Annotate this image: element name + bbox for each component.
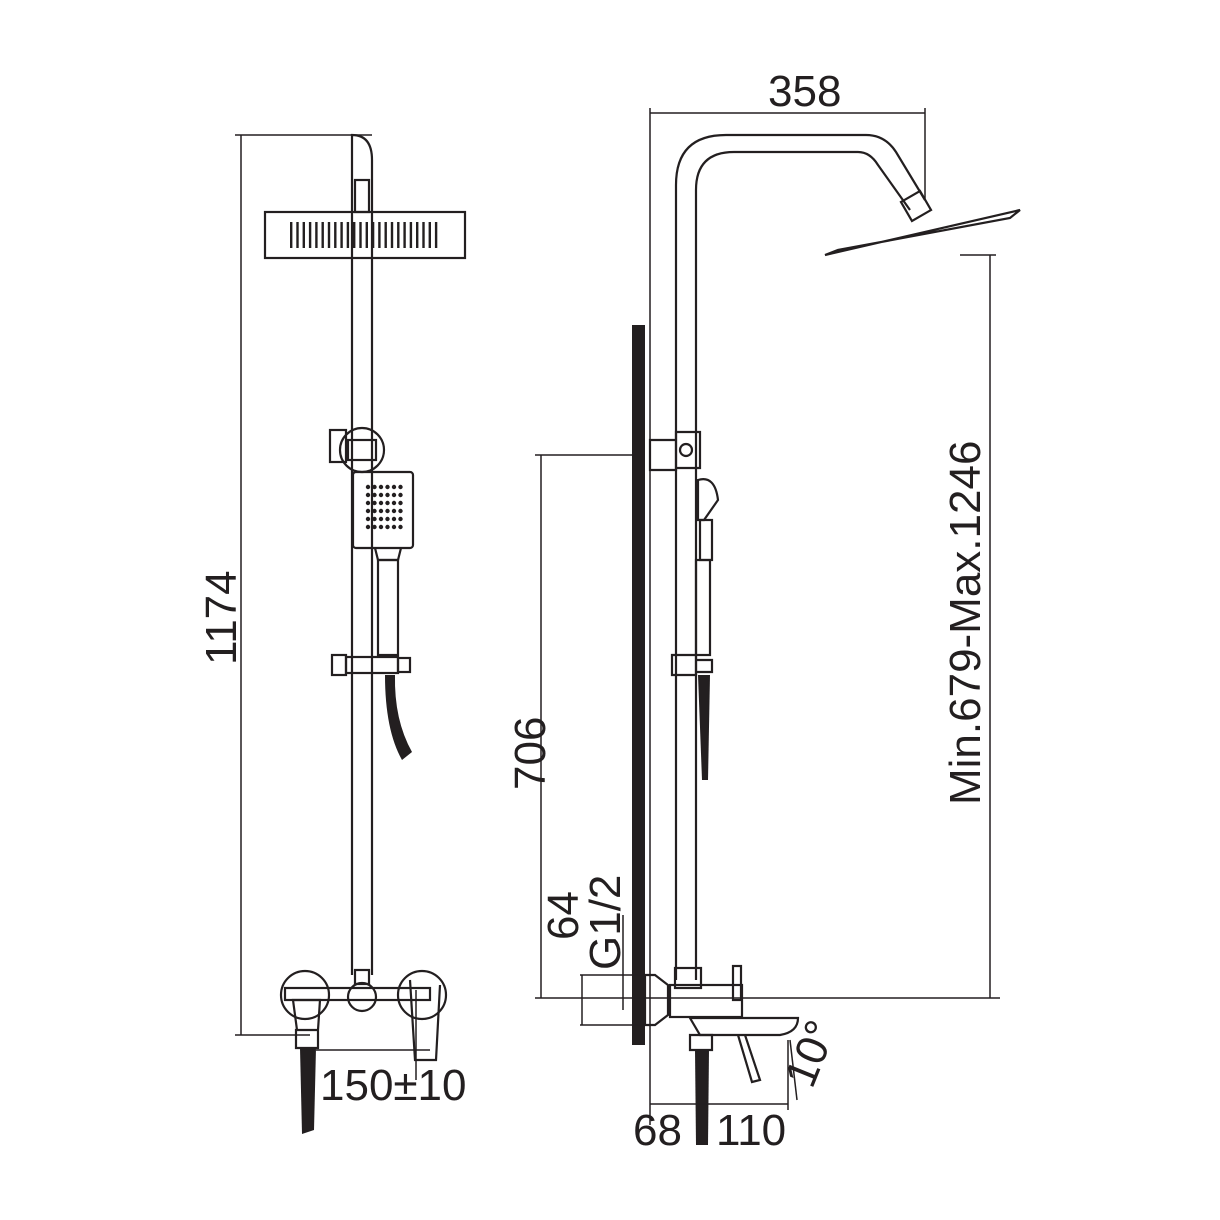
label-wall-to-spout: 68 (633, 1106, 682, 1155)
nozzle (359, 222, 362, 248)
nozzle (372, 492, 377, 498)
nozzle (315, 222, 318, 248)
front-view: 1174 (197, 133, 467, 1134)
nozzle (422, 222, 425, 248)
nozzle (384, 222, 387, 248)
nozzle (434, 222, 438, 248)
label-top-width: 358 (768, 67, 841, 116)
nozzle (334, 222, 337, 248)
nozzle (365, 516, 371, 522)
nozzle (409, 222, 413, 248)
nozzle (308, 222, 312, 248)
nozzle (378, 484, 384, 490)
riser-pipe (350, 133, 374, 975)
nozzle (340, 222, 343, 248)
side-riser-pipe (674, 133, 926, 980)
label-spout-length: 110 (716, 1106, 786, 1155)
nozzle (302, 222, 305, 248)
nozzle (391, 484, 397, 490)
label-inlet-offset: 64 (539, 891, 588, 940)
nozzle (391, 492, 397, 498)
nozzle (398, 492, 403, 498)
nozzle (365, 524, 371, 530)
nozzle (391, 508, 397, 514)
nozzle (398, 484, 403, 490)
nozzle (398, 508, 403, 514)
nozzle (365, 500, 371, 506)
nozzle (385, 524, 390, 530)
wall (632, 325, 645, 1045)
nozzle (372, 516, 377, 522)
nozzle (385, 516, 390, 522)
nozzle (327, 222, 331, 248)
nozzle (365, 508, 371, 514)
nozzle (391, 516, 397, 522)
dimension-150 (316, 990, 430, 1080)
nozzle (385, 508, 390, 514)
label-center-distance: 150±10 (320, 1061, 467, 1110)
nozzle (346, 222, 350, 248)
nozzle (372, 524, 377, 530)
nozzle (416, 222, 419, 248)
nozzle (378, 508, 384, 514)
label-total-height: 1174 (197, 570, 246, 665)
nozzle (371, 222, 375, 248)
overhead-shower-head (263, 210, 467, 260)
nozzle (391, 500, 397, 506)
upper-bracket (328, 426, 386, 474)
nozzle (390, 222, 394, 248)
lower-bracket (330, 653, 412, 677)
front-mixer (279, 968, 448, 1134)
hand-shower (351, 470, 415, 657)
nozzle (321, 222, 324, 248)
nozzle (378, 500, 384, 506)
side-view: 358 706 64 G1/2 (506, 67, 1021, 1155)
nozzle (398, 516, 403, 522)
side-shower-head (824, 208, 1021, 257)
nozzle (365, 222, 368, 248)
nozzle (385, 484, 390, 490)
nozzle (353, 222, 356, 248)
nozzle (398, 500, 403, 506)
nozzle (365, 492, 371, 498)
dimension-1174 (235, 134, 372, 1036)
nozzle (398, 524, 403, 530)
nozzle (385, 500, 390, 506)
nozzle (378, 524, 384, 530)
nozzle (290, 222, 293, 248)
nozzle (296, 222, 299, 248)
label-spout-angle: 10° (776, 1014, 846, 1094)
nozzle (428, 222, 431, 248)
nozzle (378, 516, 384, 522)
nozzle (403, 222, 406, 248)
nozzle (378, 492, 384, 498)
nozzle (365, 484, 371, 490)
side-mixer (643, 964, 800, 1145)
nozzle (378, 222, 381, 248)
hose (385, 675, 412, 760)
nozzle (385, 492, 390, 498)
label-adjustable-height: Min.679-Max.1246 (941, 441, 990, 805)
nozzle (391, 524, 397, 530)
nozzle (372, 500, 377, 506)
label-outlet-height: 706 (506, 717, 555, 790)
label-thread: G1/2 (581, 875, 630, 970)
nozzle (397, 222, 400, 248)
nozzle (372, 484, 377, 490)
nozzle (372, 508, 377, 514)
